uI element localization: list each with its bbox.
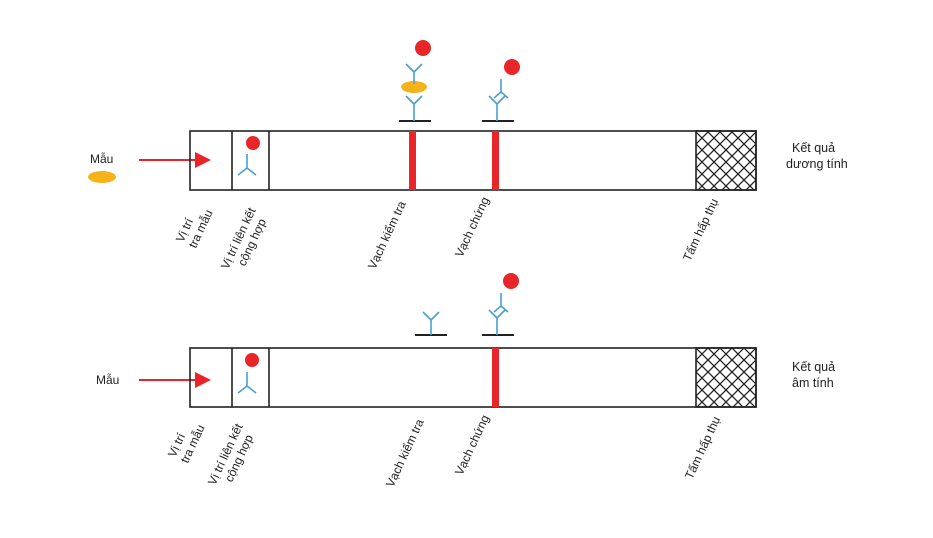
sample-label: Mẫu — [90, 151, 113, 166]
strip-outline — [189, 347, 757, 408]
mesh-pattern-icon — [695, 130, 757, 191]
label-conjugate-pad: Vị trí liên kết cộng hợp — [205, 418, 260, 493]
label-control-line: Vạch chứng — [452, 195, 492, 260]
gold-conjugate-icon — [237, 353, 259, 394]
antibody-icon — [482, 273, 519, 336]
antigen-sandwich-icon — [399, 40, 431, 122]
positive-strip: Mẫu — [88, 40, 848, 277]
label-absorbent-pad: Tấm hấp thụ — [682, 414, 723, 481]
label-control-line: Vạch chứng — [452, 413, 492, 478]
sample-drop — [88, 171, 116, 183]
control-line — [492, 131, 499, 190]
result-label: Kết quả âm tính — [792, 360, 839, 390]
antibody-icon — [482, 59, 520, 122]
mesh-pattern-icon — [695, 347, 757, 408]
sample-label: Mẫu — [96, 372, 119, 387]
label-sample-pad: Vị trí tra mẫu — [173, 201, 216, 250]
label-sample-pad: Vị trí tra mẫu — [165, 416, 208, 465]
label-test-line: Vạch kiểm tra — [383, 417, 427, 490]
label-absorbent-pad: Tấm hấp thụ — [680, 196, 721, 263]
negative-strip: Mẫu Kết quả âm tính Vị trí — [96, 273, 839, 493]
label-test-line: Vạch kiểm tra — [365, 199, 409, 272]
gold-conjugate-icon — [237, 136, 260, 176]
control-line — [492, 348, 499, 407]
antibody-icon — [415, 311, 447, 336]
strip-outline — [189, 130, 757, 191]
label-conjugate-pad: Vị trí liên kết cộng hợp — [218, 202, 273, 277]
result-label: Kết quả dương tính — [786, 141, 848, 171]
test-line — [409, 131, 416, 190]
